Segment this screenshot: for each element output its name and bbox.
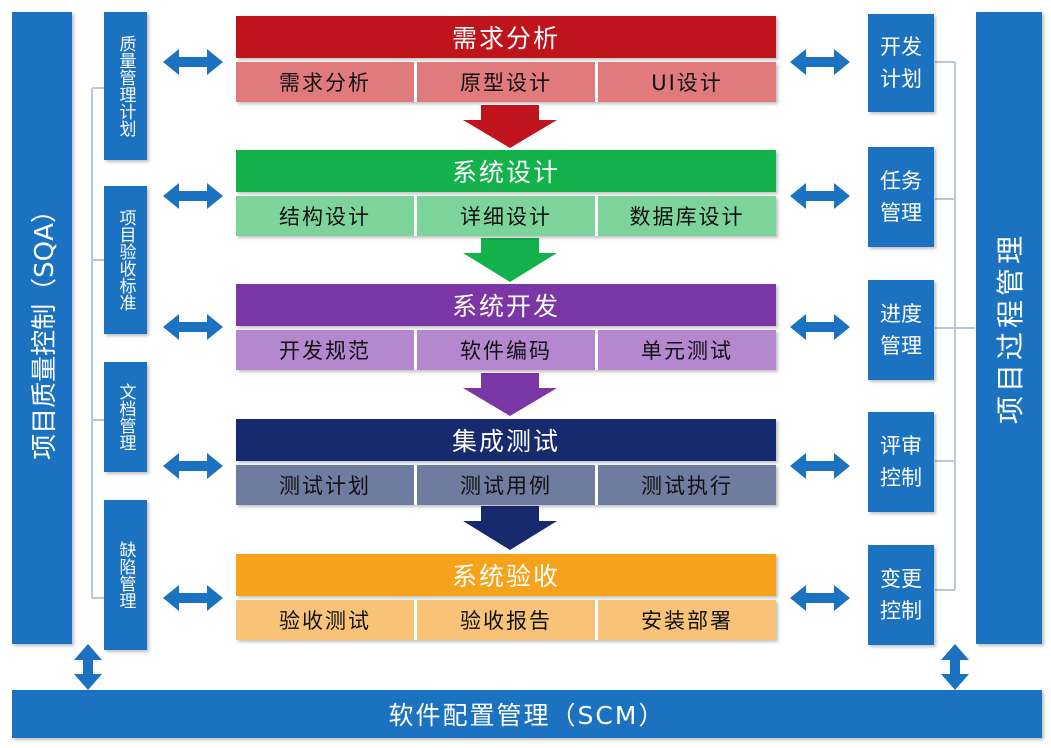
phase-title: 集成测试 [236,419,776,461]
sqa-bar: 项目质量控制（SQA） [12,12,72,644]
phase-title: 需求分析 [236,16,776,58]
left-item-document-management: 文档管理 [104,362,147,472]
phase-task: 结构设计 [236,196,414,236]
left-item-label: 质量管理计划 [115,35,136,137]
sqa-label: 项目质量控制（SQA） [29,196,60,460]
phase-task: 软件编码 [417,330,595,370]
left-arrow-3 [163,314,223,340]
right-item-change-control: 变更 控制 [868,545,934,645]
left-item-acceptance-standard: 项目验收标准 [104,186,147,334]
phase-task: 数据库设计 [598,196,776,236]
flow-arrow-2 [463,238,557,282]
flow-arrow-3 [463,373,557,416]
left-arrow-5 [163,585,223,611]
left-item-defect-management: 缺陷管理 [104,500,147,650]
sqa-scm-arrow [74,644,102,690]
phase-task: 测试用例 [417,465,595,505]
right-item-dev-plan: 开发 计划 [868,14,934,112]
process-management-label: 项目过程管理 [994,231,1028,425]
right-item-line1: 开发 [880,35,922,59]
right-item-line1: 进度 [880,302,922,326]
phase-system-acceptance: 系统验收 验收测试 验收报告 安装部署 [236,554,776,640]
right-item-line1: 任务 [880,169,922,193]
right-arrow-3 [790,314,850,340]
phase-task: 原型设计 [417,62,595,102]
right-item-progress-management: 进度 管理 [868,280,934,380]
phase-task: 验收报告 [417,600,595,640]
phase-task: UI设计 [598,62,776,102]
phase-requirements: 需求分析 需求分析 原型设计 UI设计 [236,16,776,102]
left-item-label: 文档管理 [115,383,136,451]
right-arrow-4 [790,453,850,479]
flow-arrow-4 [463,506,557,550]
right-item-line2: 计划 [880,67,922,91]
right-item-line1: 评审 [880,434,922,458]
right-item-line1: 变更 [880,567,922,591]
phase-title: 系统设计 [236,150,776,192]
phase-title: 系统验收 [236,554,776,596]
right-arrow-1 [790,49,850,75]
left-arrow-1 [163,49,223,75]
left-item-label: 项目验收标准 [115,209,136,311]
phase-task: 验收测试 [236,600,414,640]
phase-task: 测试执行 [598,465,776,505]
phase-title: 系统开发 [236,284,776,326]
left-item-quality-plan: 质量管理计划 [104,12,147,160]
right-item-line2: 控制 [880,466,922,490]
flow-arrow-1 [463,105,557,148]
phase-task: 开发规范 [236,330,414,370]
phase-task: 安装部署 [598,600,776,640]
phase-system-design: 系统设计 结构设计 详细设计 数据库设计 [236,150,776,236]
phase-task: 测试计划 [236,465,414,505]
left-arrow-2 [163,183,223,209]
right-arrow-2 [790,183,850,209]
right-item-line2: 控制 [880,599,922,623]
phase-task: 需求分析 [236,62,414,102]
right-item-task-management: 任务 管理 [868,147,934,247]
scm-bar: 软件配置管理（SCM） [12,690,1042,738]
process-management-bar: 项目过程管理 [976,12,1042,644]
right-item-review-control: 评审 控制 [868,412,934,512]
scm-label: 软件配置管理（SCM） [388,701,666,730]
right-item-line2: 管理 [880,334,922,358]
left-item-label: 缺陷管理 [115,541,136,609]
phase-system-development: 系统开发 开发规范 软件编码 单元测试 [236,284,776,370]
right-item-line2: 管理 [880,201,922,225]
process-scm-arrow [941,644,969,690]
right-arrow-5 [790,585,850,611]
left-arrow-4 [163,453,223,479]
phase-task: 详细设计 [417,196,595,236]
phase-task: 单元测试 [598,330,776,370]
phase-integration-test: 集成测试 测试计划 测试用例 测试执行 [236,419,776,505]
